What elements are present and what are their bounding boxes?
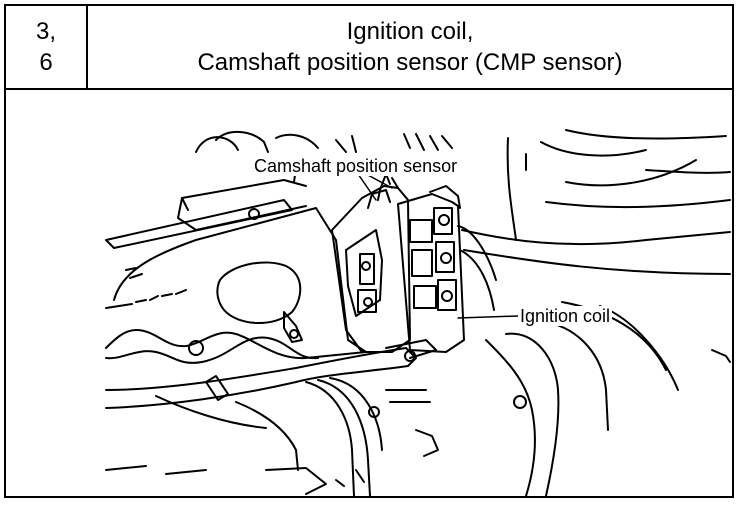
engine-illustration: Camshaft position sensor Ignition coil [6, 90, 732, 496]
lower-harness [105, 339, 439, 496]
step-number-2: 6 [39, 49, 53, 76]
procedure-frame: 3, 6 Ignition coil, Camshaft position se… [4, 4, 734, 498]
procedure-title: Ignition coil, Camshaft position sensor … [88, 6, 732, 88]
callout-ignition-coil: Ignition coil [518, 306, 613, 326]
callout-camshaft-position-sensor: Camshaft position sensor [252, 156, 460, 176]
cmp-sensor-assembly [331, 173, 411, 353]
fuel-rail [105, 163, 307, 249]
step-number-1: 3, [35, 18, 56, 45]
title-line-1: Ignition coil, [346, 18, 474, 45]
cylinder-head-cover [105, 207, 367, 364]
top-hoses [195, 129, 727, 241]
step-number-cell: 3, 6 [6, 6, 88, 88]
leader-lines [357, 173, 519, 319]
procedure-header: 3, 6 Ignition coil, Camshaft position se… [6, 6, 732, 90]
ignition-coil-assembly [397, 185, 497, 353]
engine-drawing [105, 129, 731, 496]
right-pipes [461, 159, 731, 496]
title-line-2: Camshaft position sensor (CMP sensor) [197, 49, 623, 76]
